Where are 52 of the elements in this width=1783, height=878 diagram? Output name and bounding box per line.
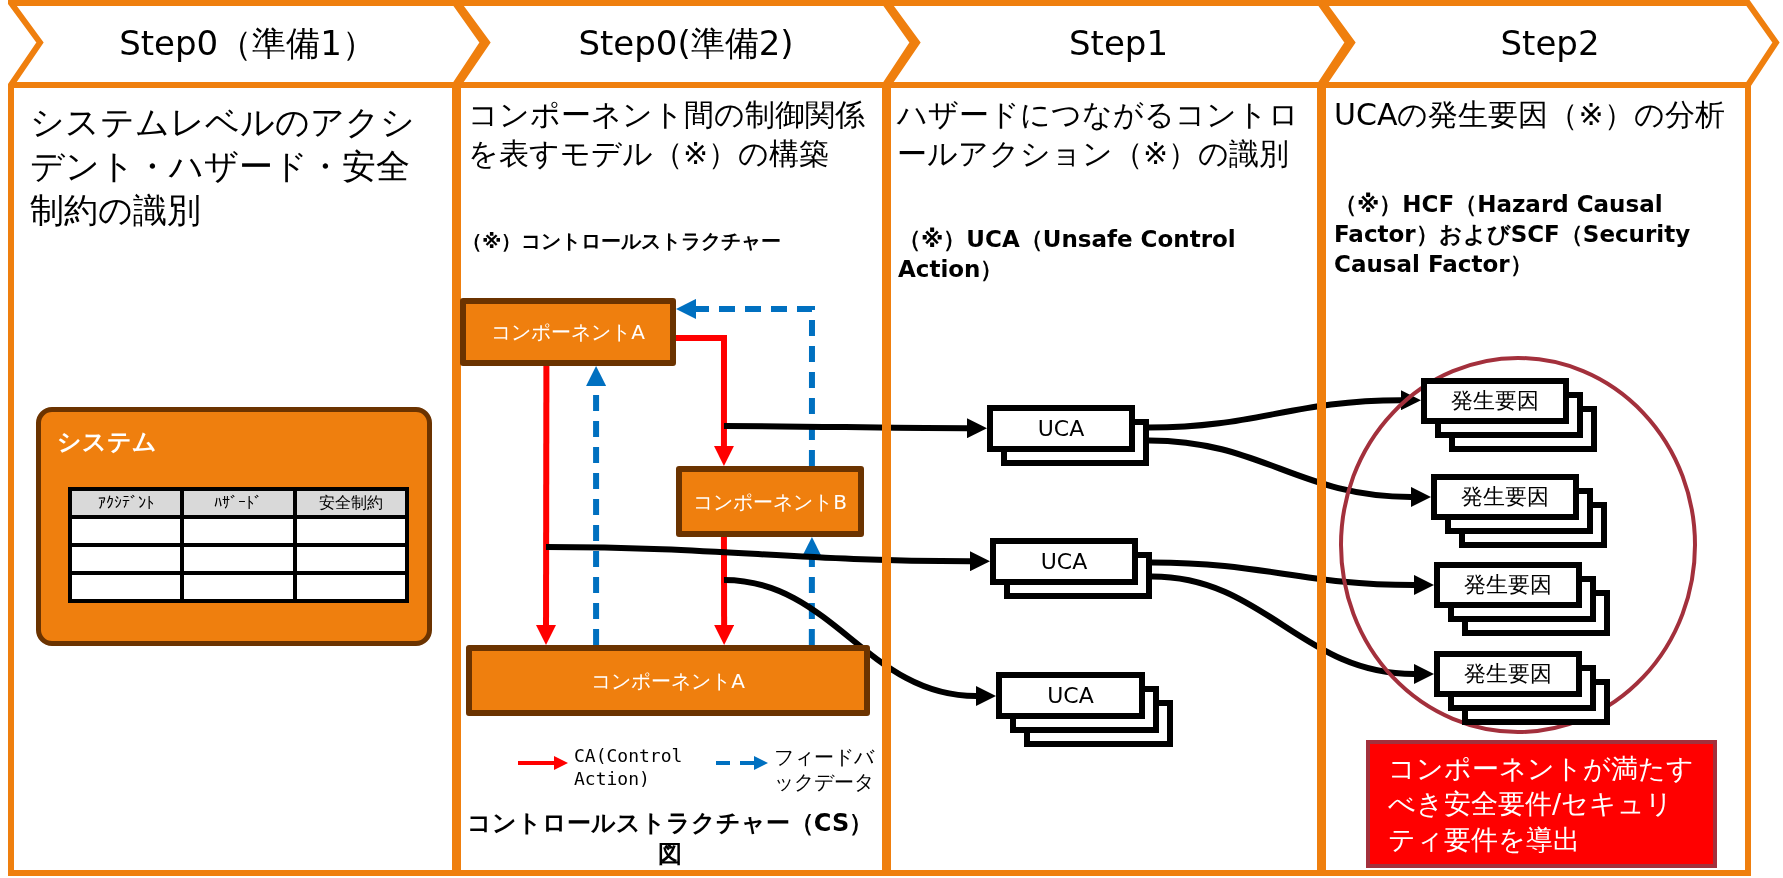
step-description: UCAの発生要因（※）の分析 <box>1334 96 1726 134</box>
card-label: 発生要因 <box>1463 660 1553 688</box>
footnote: （※）コントロールストラクチャー <box>462 228 783 254</box>
grouping-ellipse <box>1338 355 1698 735</box>
legend-label: フィードバックデータ <box>774 745 876 795</box>
card-label: UCA <box>1036 415 1086 443</box>
column-heading: ｱｸｼﾃﾞﾝﾄ <box>72 491 181 515</box>
step-header: Step0(準備2) <box>577 22 795 65</box>
step-description: システムレベルのアクシデント・ハザード・安全制約の識別 <box>30 101 416 233</box>
arrow <box>1148 437 1431 507</box>
card-stack <box>1421 378 1597 452</box>
step-header: Step2 <box>1499 22 1601 65</box>
arrow <box>676 335 734 466</box>
arrow <box>714 537 735 645</box>
component-box: コンポーネントB <box>676 466 864 537</box>
footnote: （※）UCA（Unsafe Control Action） <box>898 225 1237 284</box>
system-title: システム <box>57 427 157 458</box>
arrow <box>724 418 987 439</box>
footnote: （※）HCF（Hazard Causal Factor）およびSCF（Security Causal Factor） <box>1334 190 1692 279</box>
column-heading: 安全制約 <box>296 491 405 515</box>
step-header: Step0（準備1） <box>118 22 377 65</box>
arrow <box>545 544 990 572</box>
system-panel <box>36 407 432 646</box>
card-stack <box>1434 651 1610 725</box>
card-stack <box>1434 562 1610 636</box>
card-label: 発生要因 <box>1463 571 1553 599</box>
step-description: コンポーネント間の制御関係を表すモデル（※）の構築 <box>468 96 866 173</box>
card-label: 発生要因 <box>1460 483 1550 511</box>
arrow <box>586 366 607 645</box>
step-column <box>1320 0 1780 876</box>
card-stack <box>987 405 1149 466</box>
arrow <box>723 577 996 706</box>
component-box: コンポーネントA <box>460 298 676 366</box>
arrow <box>801 537 822 645</box>
card-stack <box>1431 474 1607 548</box>
arrow <box>1151 559 1434 595</box>
column-heading: ﾊｻﾞｰﾄﾞ <box>184 491 293 515</box>
arrow <box>1151 573 1434 684</box>
card-label: UCA <box>1046 682 1095 710</box>
arrow <box>1148 390 1421 431</box>
legend-label: CA(Control Action) <box>574 745 684 790</box>
card-label: UCA <box>1039 548 1089 576</box>
requirement-box: コンポーネントが満たすべき安全要件/セキュリティ要件を導出 <box>1366 740 1717 868</box>
component-box: コンポーネントA <box>466 645 870 716</box>
diagram-caption: コントロールストラクチャー（CS）図 <box>465 808 875 871</box>
arrow <box>676 298 815 466</box>
card-stack <box>990 538 1152 599</box>
card-label: 発生要因 <box>1450 387 1540 415</box>
step-description: ハザードにつながるコントロールアクション（※）の識別 <box>897 96 1300 173</box>
card-stack <box>996 672 1173 747</box>
step-header: Step1 <box>1067 22 1169 65</box>
arrow <box>536 366 556 645</box>
